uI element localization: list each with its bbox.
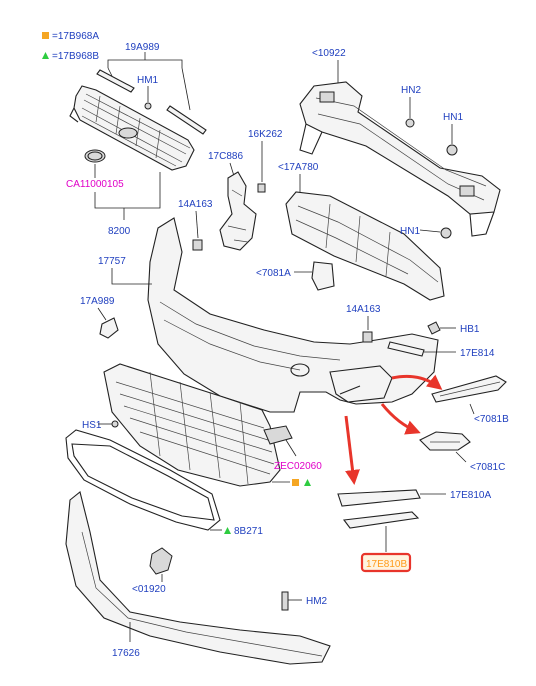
- screw-hs1: [111, 420, 119, 428]
- sensor-bracket: [263, 425, 293, 445]
- label-17E810B: 17E810B: [366, 559, 407, 570]
- label-17A989: 17A989: [80, 296, 115, 307]
- bracket-7081A: [311, 261, 335, 291]
- label-17C886: 17C886: [208, 151, 243, 162]
- label-17626: 17626: [112, 648, 140, 659]
- upper-grille: [73, 85, 195, 171]
- clip-14A163-a: [192, 239, 203, 251]
- label-7081B: <7081B: [474, 414, 509, 425]
- legend: =17B968A =17B968B: [42, 31, 99, 62]
- lower-grille: [103, 363, 281, 487]
- label-16K262: 16K262: [248, 129, 283, 140]
- highlight-box-17E810B: [360, 552, 412, 573]
- legend-square-marker: [42, 32, 49, 39]
- label-8200: 8200: [108, 226, 131, 237]
- label-HN1-top: HN1: [443, 112, 463, 123]
- energy-absorber: [285, 191, 445, 301]
- marker-square-zec: [292, 479, 299, 486]
- nut-hn1-mid: [440, 227, 452, 239]
- clip-hm2: [281, 591, 289, 611]
- label-01920: <01920: [132, 584, 166, 595]
- nut-hn1-top: [446, 144, 458, 156]
- fog-trim-7081C: [419, 431, 471, 451]
- chrome-strip-17E810A: [337, 489, 421, 507]
- label-7081C: <7081C: [470, 462, 505, 473]
- bracket-01920: [149, 547, 173, 575]
- legend-triangle-marker: [42, 52, 49, 59]
- trim-assembly: HB1 17E814 <7081B <7081C 17E810A 17E810B: [337, 321, 509, 573]
- label-HM1: HM1: [137, 75, 159, 86]
- bumper-cover-assembly: 14A163 17757 17A989 <7081A 14A163: [80, 199, 439, 413]
- upper-grille-assembly: 19A989 HM1 CA11000105: [66, 42, 207, 237]
- clip-hm1: [144, 102, 152, 110]
- bumper-cover: [147, 217, 439, 413]
- label-HS1: HS1: [82, 420, 102, 431]
- chrome-strip-right: [166, 105, 207, 135]
- marker-triangle-8b271: [224, 527, 231, 534]
- chrome-strip-17E810B: [342, 511, 420, 529]
- tow-eye-cover: [99, 317, 119, 339]
- nut-hn2: [405, 118, 415, 128]
- headlamp-bracket: [219, 171, 257, 251]
- red-arrow-to-7081C: [380, 403, 421, 435]
- energy-absorber-assembly: <17A780 HN1: [278, 162, 452, 301]
- label-HN2: HN2: [401, 85, 421, 96]
- label-17E810A: 17E810A: [450, 490, 491, 501]
- label-14A163-a: 14A163: [178, 199, 213, 210]
- legend-square-text: =17B968A: [52, 31, 99, 42]
- label-17E814: 17E814: [460, 348, 495, 359]
- label-10922: <10922: [312, 48, 346, 59]
- legend-triangle-text: =17B968B: [52, 51, 99, 62]
- chrome-strip-left: [96, 69, 135, 93]
- label-ZEC02060: ZEC02060: [274, 461, 322, 472]
- label-17757: 17757: [98, 256, 126, 267]
- clip-14A163-b: [362, 331, 373, 343]
- label-CA11000105: CA11000105: [66, 179, 124, 190]
- red-arrow-to-17E810A: [344, 415, 360, 485]
- red-arrow-to-7081B: [391, 374, 443, 390]
- grille-badge: [118, 127, 138, 139]
- side-bracket-assembly: 16K262 17C886: [208, 129, 283, 251]
- label-HM2: HM2: [306, 596, 328, 607]
- clip-16K262: [257, 183, 266, 193]
- bumper-reinforcement-beam: [299, 81, 501, 215]
- bolt-hb1: [427, 321, 441, 335]
- label-HN1-mid: HN1: [400, 226, 420, 237]
- label-7081A: <7081A: [256, 268, 291, 279]
- label-17A780: <17A780: [278, 162, 319, 173]
- lower-grille-assembly: HS1 ZEC02060: [82, 363, 322, 487]
- trim-strip-17E814: [387, 341, 425, 357]
- label-14A163-b: 14A163: [346, 304, 381, 315]
- label-19A989: 19A989: [125, 42, 160, 53]
- lower-lip-spoiler: [65, 491, 331, 665]
- grille-surround-8B271: [65, 429, 221, 531]
- marker-triangle-zec: [304, 479, 311, 486]
- label-8B271: 8B271: [234, 526, 263, 537]
- bumper-reinforcement-assembly: <10922 HN2 HN1: [299, 48, 501, 237]
- lower-surround-assembly: 8B271 <01920 HM2 17626: [65, 429, 331, 665]
- label-HB1: HB1: [460, 324, 480, 335]
